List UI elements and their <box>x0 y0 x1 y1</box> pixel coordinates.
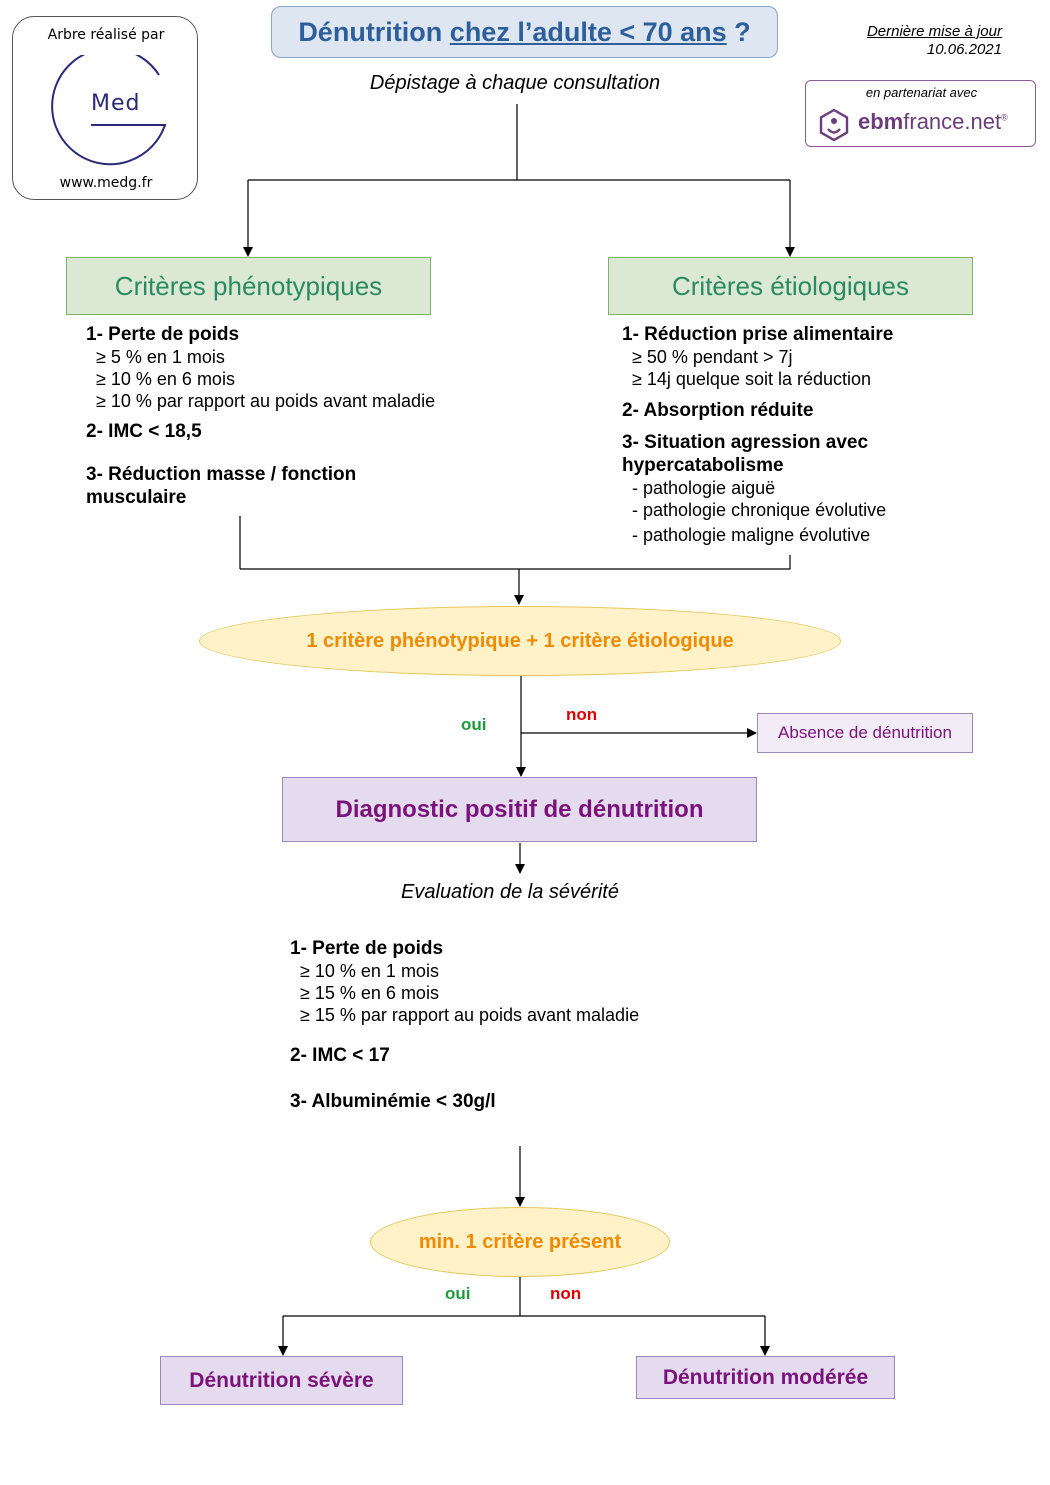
medg-logo-icon <box>51 55 167 166</box>
medg-logo-card: Arbre réalisé par Med www.medg.fr <box>12 16 198 200</box>
pheno-c3-title: 3- Réduction masse / fonction musculaire <box>86 464 357 508</box>
etio-c1-title: 1- Réduction prise alimentaire <box>622 324 894 345</box>
severity-criteria-list: 1- Perte de poids ≥ 10 % en 1 mois ≥ 15 … <box>290 938 730 1113</box>
pheno-c1-item: ≥ 5 % en 1 mois <box>96 347 225 367</box>
sev-c1-title: 1- Perte de poids <box>290 938 444 959</box>
decision-min-criterion: min. 1 critère présent <box>370 1207 670 1277</box>
etiologic-criteria-list: 1- Réduction prise alimentaire ≥ 50 % pe… <box>622 324 952 546</box>
title-part2: chez l’adulte < 70 ans <box>449 16 727 47</box>
pheno-c1-item: ≥ 10 % en 6 mois <box>96 369 235 389</box>
partner-label: en partenariat avec <box>865 85 978 100</box>
pheno-c2-title: 2- IMC < 18,5 <box>86 421 202 442</box>
decision1-yes-label: oui <box>461 715 487 734</box>
brand-rest: france.net <box>903 109 1002 134</box>
sev-c3-title: 3- Albuminémie < 30g/l <box>290 1091 496 1112</box>
update-label: Dernière mise à jour <box>866 23 1002 40</box>
page-title: Dénutrition chez l’adulte < 70 ans ? <box>271 6 778 58</box>
sev-c1-item: ≥ 15 % en 6 mois <box>300 983 439 1003</box>
logo-word: Med <box>91 91 141 116</box>
decision1-no-label: non <box>566 705 598 724</box>
decision-criteria-combined: 1 critère phénotypique + 1 critère étiol… <box>199 606 841 676</box>
etio-c1-item: ≥ 14j quelque soit la réduction <box>632 369 872 389</box>
title-part1: Dénutrition <box>298 16 450 47</box>
etio-c3-item: - pathologie maligne évolutive <box>632 525 871 545</box>
decision2-yes-label: oui <box>445 1284 471 1303</box>
title-part3: ? <box>726 16 751 47</box>
severity-label: Evaluation de la sévérité <box>401 881 619 903</box>
last-update: Dernière mise à jour 10.06.2021 <box>820 23 1002 59</box>
etio-c3-title: 3- Situation agression avec hypercatabol… <box>622 432 869 476</box>
logo-caption: Arbre réalisé par <box>47 27 165 43</box>
etio-c3-item: - pathologie chronique évolutive <box>632 500 887 520</box>
etio-c3-item: - pathologie aiguë <box>632 478 776 498</box>
phenotypic-criteria-box: Critères phénotypiques <box>66 257 431 315</box>
sev-c2-title: 2- IMC < 17 <box>290 1045 390 1066</box>
phenotypic-criteria-list: 1- Perte de poids ≥ 5 % en 1 mois ≥ 10 %… <box>86 324 506 509</box>
etiologic-criteria-box: Critères étiologiques <box>608 257 973 315</box>
brand-bold: ebm <box>858 109 904 134</box>
screening-label: Dépistage à chaque consultation <box>369 72 661 94</box>
moderate-denutrition-box: Dénutrition modérée <box>636 1356 895 1399</box>
sev-c1-item: ≥ 10 % en 1 mois <box>300 961 439 981</box>
etio-c1-item: ≥ 50 % pendant > 7j <box>632 347 793 367</box>
ebm-hexagon-icon <box>819 108 849 142</box>
pheno-c1-title: 1- Perte de poids <box>86 324 240 345</box>
sev-c1-item: ≥ 15 % par rapport au poids avant maladi… <box>300 1005 640 1025</box>
update-date: 10.06.2021 <box>926 41 1002 58</box>
partner-card: en partenariat avec ebmfrance.net® <box>805 80 1036 147</box>
brand-mark: ® <box>1001 112 1008 123</box>
severe-denutrition-box: Dénutrition sévère <box>160 1356 403 1405</box>
absence-denutrition-box: Absence de dénutrition <box>757 713 973 753</box>
partner-brand: ebmfrance.net® <box>858 109 1008 135</box>
etio-c2-title: 2- Absorption réduite <box>622 400 814 421</box>
positive-diagnosis-box: Diagnostic positif de dénutrition <box>282 777 757 842</box>
pheno-c1-item: ≥ 10 % par rapport au poids avant maladi… <box>96 391 436 411</box>
logo-url: www.medg.fr <box>59 175 153 191</box>
decision2-no-label: non <box>550 1284 582 1303</box>
